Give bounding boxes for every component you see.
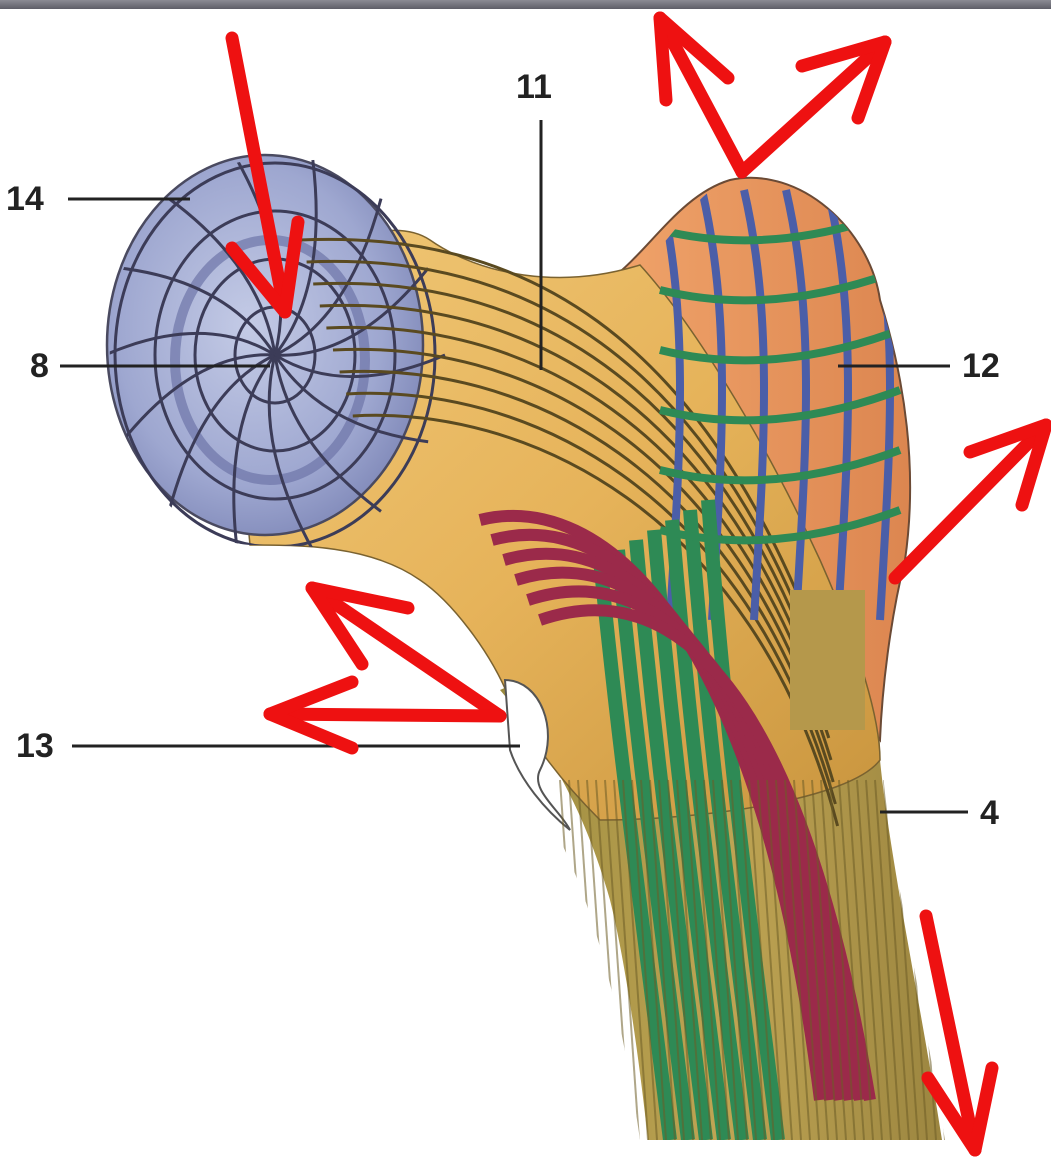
- label-4: 4: [980, 796, 999, 830]
- arrow-trochanter-up-left: [660, 18, 742, 172]
- label-13: 13: [16, 729, 54, 763]
- label-11: 11: [516, 70, 552, 104]
- arrow-trochanter-up-right: [742, 42, 885, 172]
- arrow-lateral-pull: [895, 425, 1046, 578]
- label-14: 14: [6, 182, 44, 216]
- trochanter-patch: [790, 590, 865, 730]
- label-8: 8: [30, 349, 49, 383]
- label-12: 12: [962, 349, 1000, 383]
